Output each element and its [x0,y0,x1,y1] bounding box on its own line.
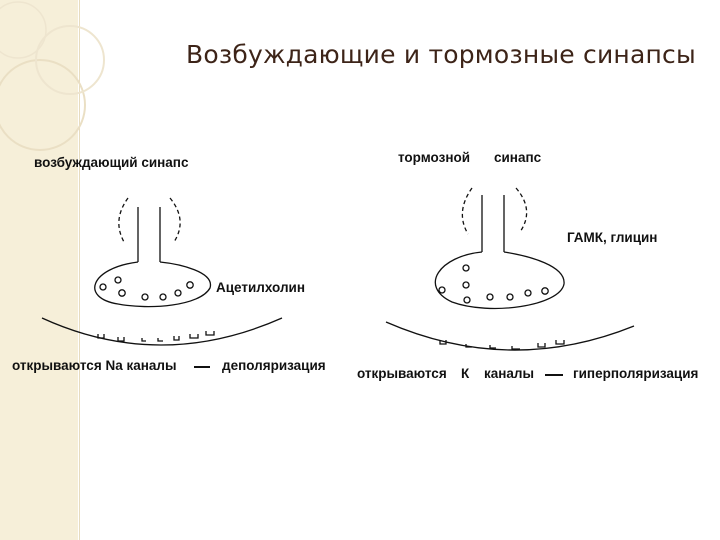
inhibitory-synapse-heading-b: синапс [494,150,542,165]
inhibitory-synapse-heading-a: тормозной [398,150,471,165]
decorative-circles [0,1,105,151]
hyperpolarization-label: гиперполяризация [573,366,699,381]
na-channels-label: открываются Na каналы [12,358,177,373]
inhibitory-synapse-drawing [385,187,635,376]
decorative-side-strip [0,0,78,540]
slide-title: Возбуждающие и тормозные синапсы [186,40,696,69]
k-channels-label-b: К [461,366,470,381]
k-channels-label-a: открываются [357,366,447,381]
side-strip-border [79,0,80,540]
k-channels-label-c: каналы [484,366,535,381]
acetylcholine-label: Ацетилхолин [216,280,305,295]
depolarization-label: деполяризация [222,358,326,373]
gaba-glycine-label: ГАМК, глицин [567,230,658,245]
excitatory-synapse-heading: возбуждающий синапс [34,155,189,170]
excitatory-synapse-drawing [41,197,283,368]
